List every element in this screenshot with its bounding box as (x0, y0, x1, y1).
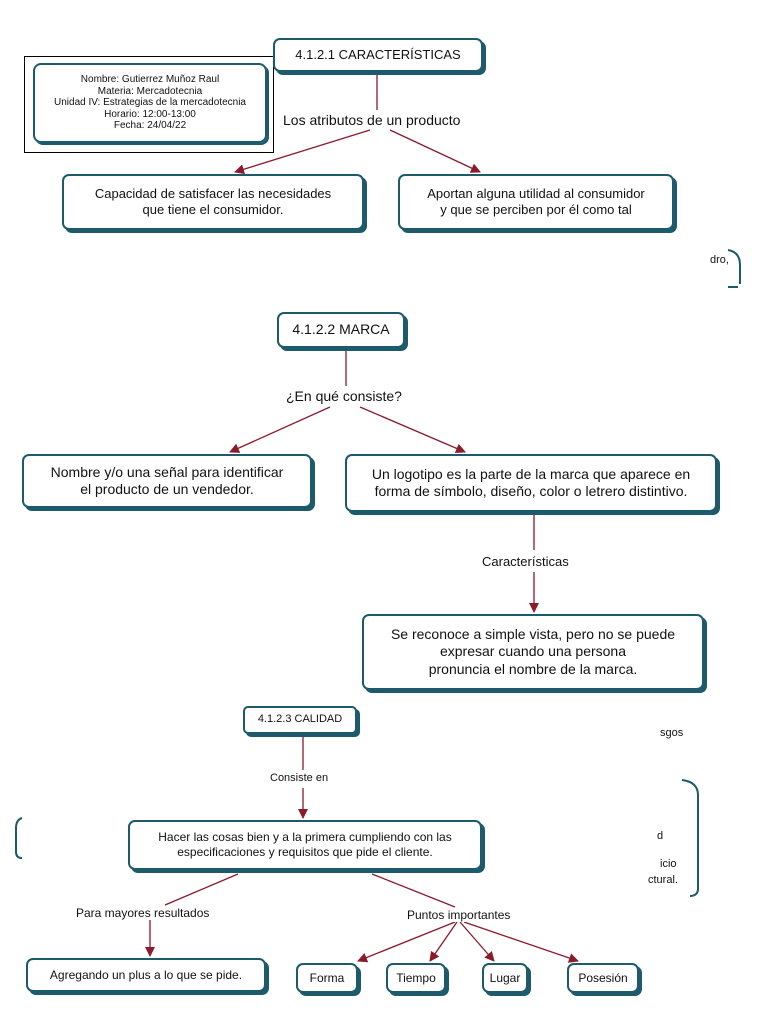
brand-detail-node: Se reconoce a simple vista, pero no se p… (362, 614, 704, 690)
connector-line (164, 873, 239, 906)
info-date: Fecha: 24/04/22 (113, 120, 187, 132)
brand-title: 4.1.2.2 MARCA (277, 312, 405, 348)
connector-line (371, 873, 456, 908)
brand-link2-label: Características (480, 554, 571, 570)
quality-point-tiempo: Tiempo (386, 963, 446, 993)
info-schedule: Horario: 12:00-13:00 (104, 108, 196, 120)
connector-arrow (359, 406, 466, 454)
characteristics-right-node: Aportan alguna utilidad al consumidor y … (398, 174, 674, 230)
info-name: Nombre: Gutierrez Muñoz Raul (80, 74, 220, 86)
partial-box-edge (15, 817, 23, 859)
fragment-text: sgos (660, 727, 684, 739)
characteristics-left-node: Capacidad de satisfacer las necesidades … (62, 174, 364, 230)
connector-arrow (463, 921, 579, 963)
info-card: Nombre: Gutierrez Muñoz Raul Materia: Me… (24, 56, 274, 153)
quality-point-posesion: Posesión (567, 963, 639, 993)
quality-left-node: Agregando un plus a lo que se pide. (26, 958, 266, 992)
brand-left-node: Nombre y/o una señal para identificar el… (22, 454, 312, 508)
quality-link-label: Consiste en (268, 772, 331, 786)
fragment-text: d (657, 830, 664, 842)
connector-arrow (389, 129, 481, 173)
connector-arrow (429, 921, 458, 962)
fragment-text: ctural. (648, 874, 678, 886)
partial-box-edge (681, 779, 699, 897)
connector-arrow (459, 921, 495, 962)
fragment-text: dro, (710, 254, 729, 266)
characteristics-link-label: Los atributos de un producto (281, 112, 463, 129)
fragment-text: icio (660, 858, 677, 870)
info-subject: Materia: Mercadotecnia (97, 85, 203, 97)
brand-link-label: ¿En qué consiste? (284, 388, 404, 405)
quality-main-node: Hacer las cosas bien y a la primera cump… (128, 820, 482, 870)
connector-arrow (229, 406, 331, 453)
quality-point-forma: Forma (296, 963, 358, 993)
connector-arrow (234, 129, 371, 175)
partial-box-edge (727, 249, 741, 288)
info-unit: Unidad IV: Estrategias de la mercadotecn… (54, 97, 246, 109)
quality-right-link-label: Puntos importantes (405, 908, 513, 923)
info-card-inner: Nombre: Gutierrez Muñoz Raul Materia: Me… (33, 63, 267, 143)
connector-arrow (357, 921, 456, 963)
quality-left-link-label: Para mayores resultados (74, 906, 212, 921)
brand-right-node: Un logotipo es la parte de la marca que … (345, 454, 717, 512)
characteristics-title: 4.1.2.1 CARACTERÍSTICAS (273, 38, 483, 72)
quality-title: 4.1.2.3 CALIDAD (243, 706, 357, 734)
quality-point-lugar: Lugar (482, 963, 528, 993)
